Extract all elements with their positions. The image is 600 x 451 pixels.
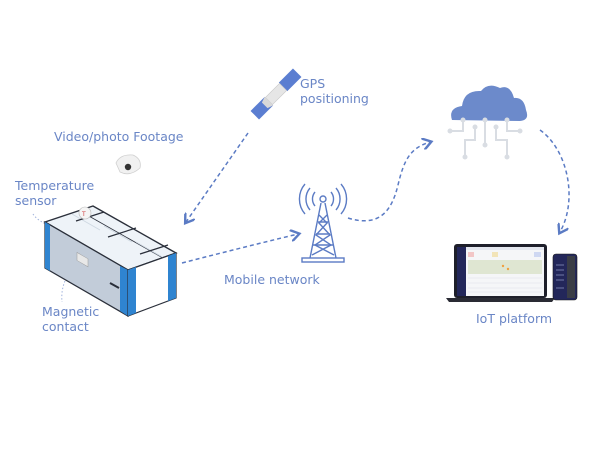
- connector-cloud-iot: [539, 129, 570, 232]
- iot-platform-label: IoT platform: [476, 311, 553, 326]
- temperature-sensor-device: [78, 206, 92, 220]
- video-footage-label: Video/photo Footage: [54, 129, 184, 144]
- phone-dashboard: [552, 253, 578, 301]
- temperature-label-line1: Temperature: [15, 178, 95, 193]
- svg-text:T: T: [81, 211, 86, 218]
- mobile-network-label: Mobile network: [224, 272, 320, 287]
- magnetic-label-line1: Magnetic: [42, 304, 100, 319]
- connector-freezer-tower: [181, 234, 298, 264]
- magnetic-contact-device: [76, 252, 89, 268]
- laptop-dashboard: [446, 244, 555, 302]
- magnetic-label-line2: contact: [42, 319, 89, 334]
- connector-tower-cloud: [347, 142, 430, 222]
- temperature-label-line2: sensor: [15, 193, 57, 208]
- gps-label-line1: GPS: [300, 76, 326, 91]
- gps-label-line2: positioning: [300, 91, 369, 106]
